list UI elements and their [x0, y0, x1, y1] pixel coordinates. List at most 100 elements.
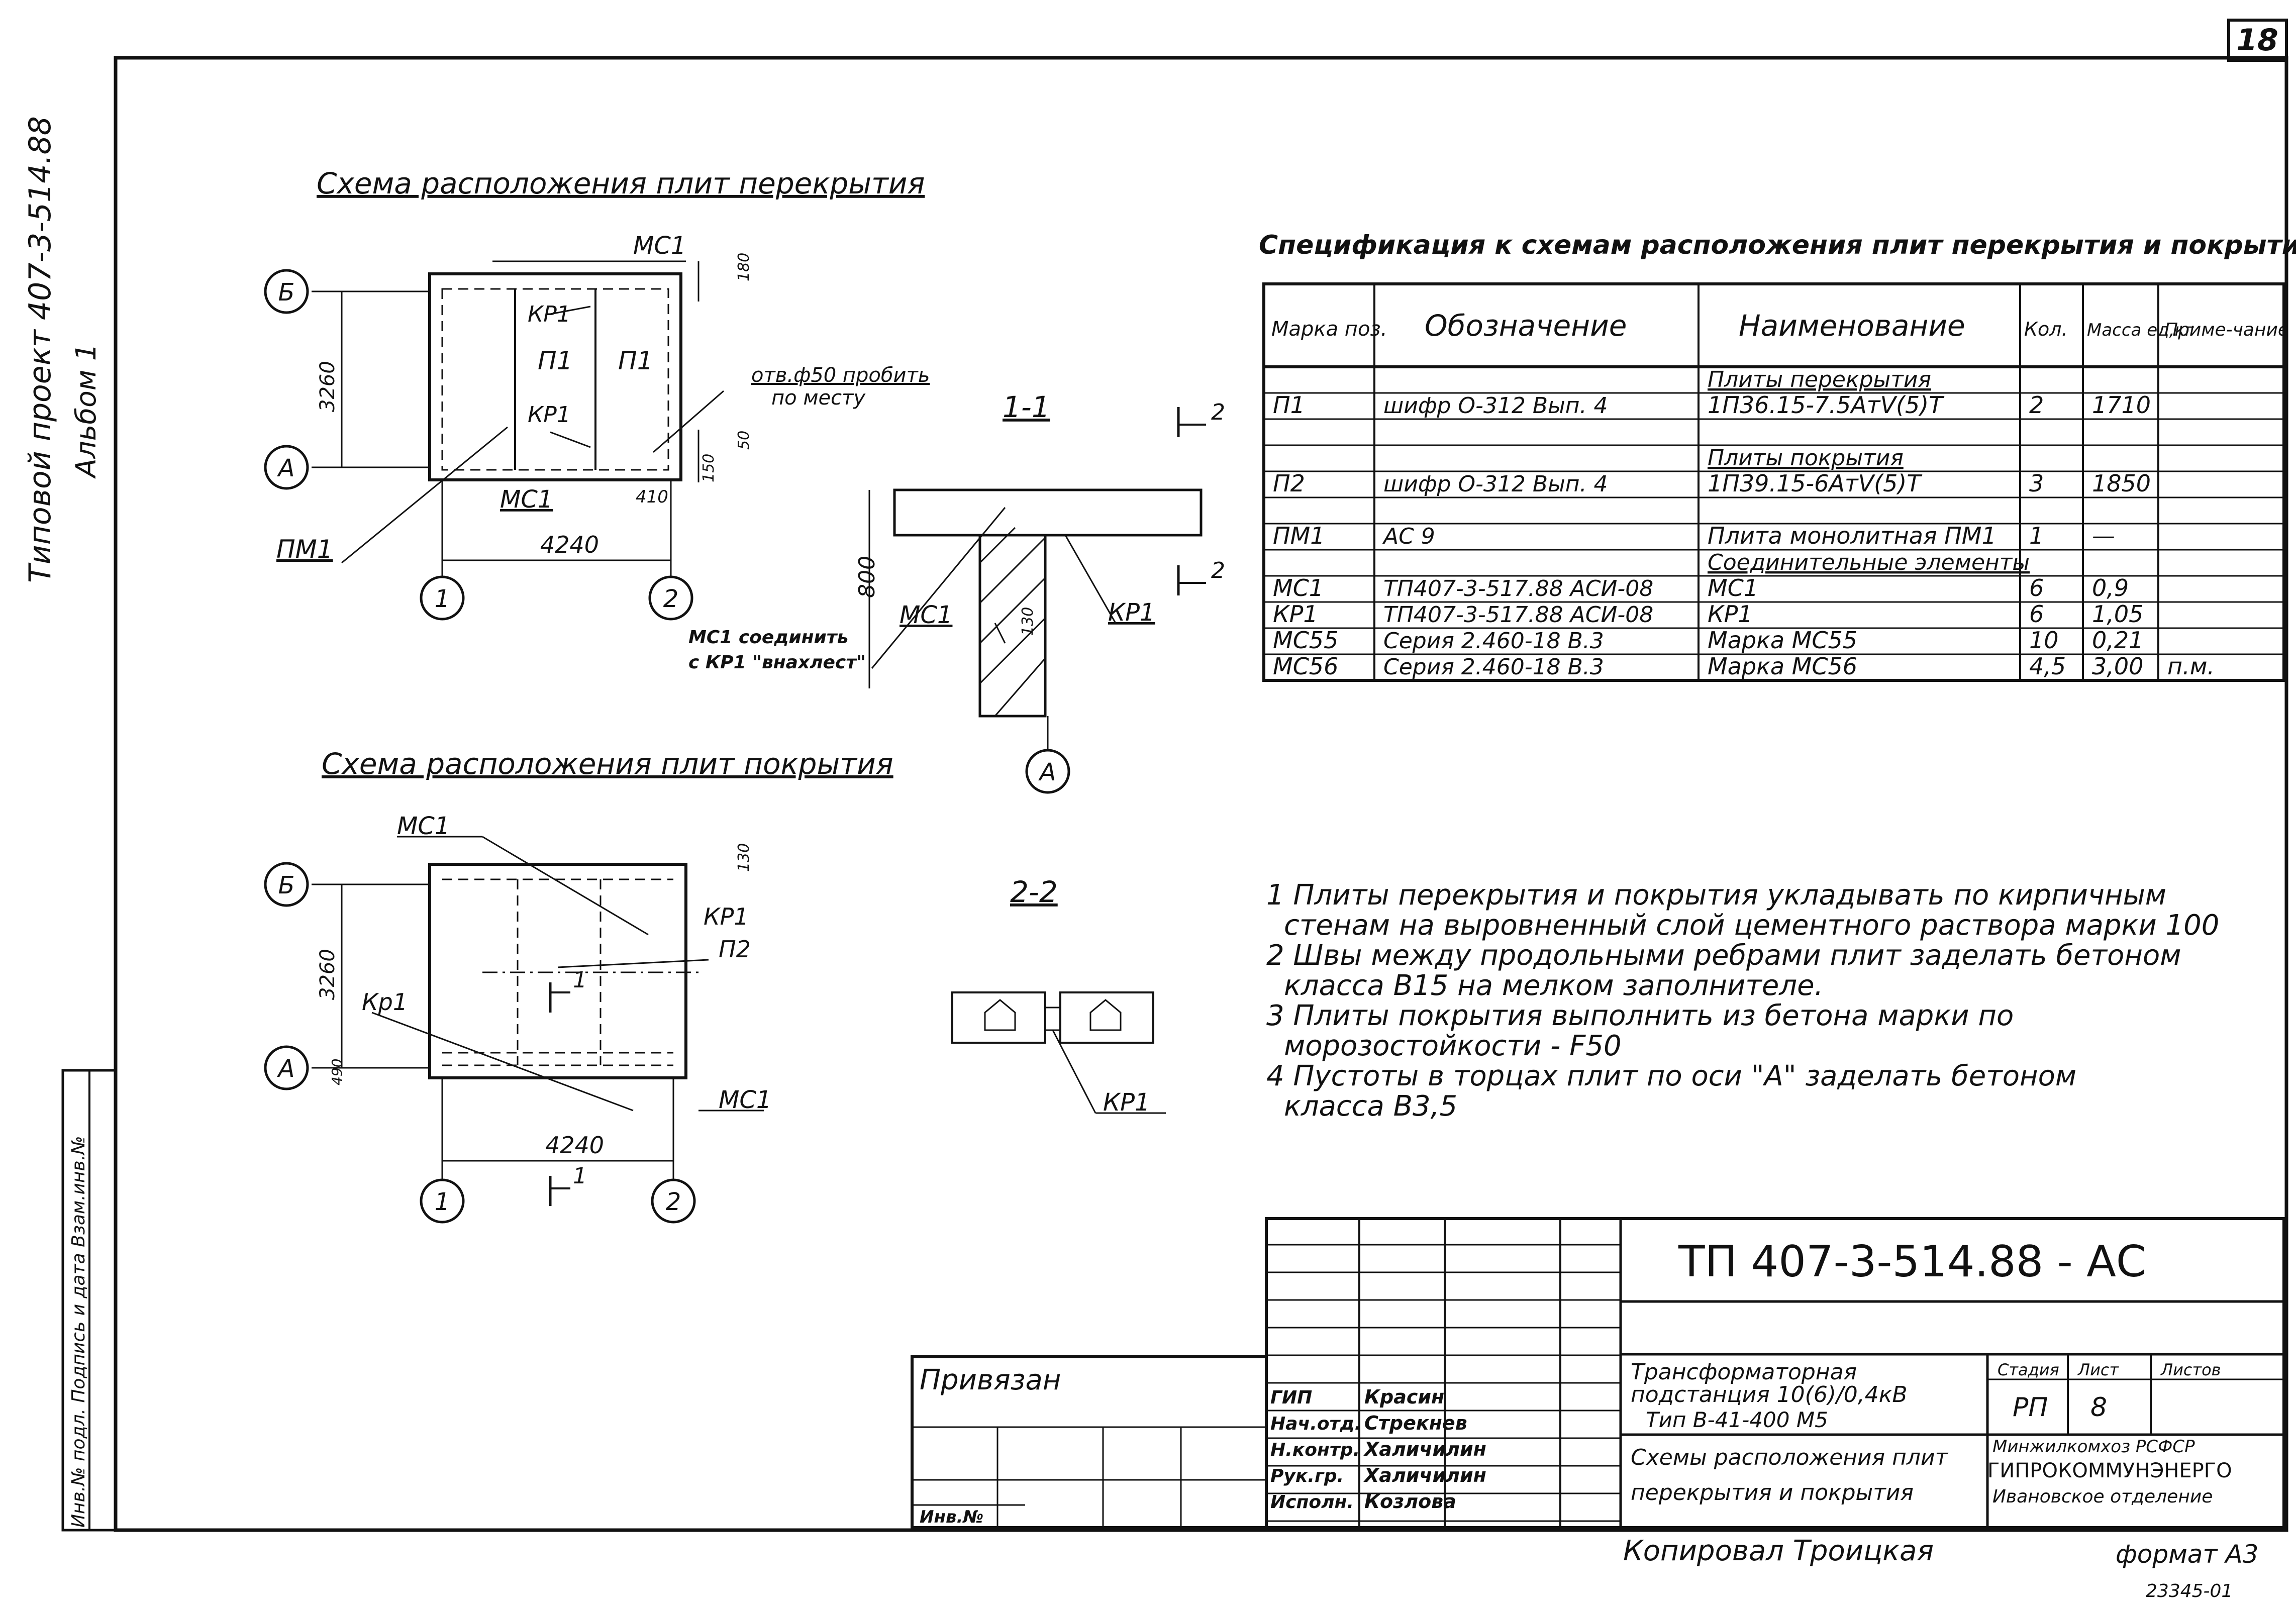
- org-line-2: ГИПРОКОММУНЭНЕРГО: [1987, 1459, 2232, 1482]
- sheet-frame: [114, 56, 2288, 1532]
- section22-kp1: КР1: [1103, 1088, 1150, 1117]
- spec-cell-mark: ПМ1: [1273, 522, 1325, 549]
- spec-cell-mark: МС56: [1273, 653, 1338, 680]
- spec-cell-qty: 2: [2029, 391, 2044, 419]
- plan1-axis-a: А: [277, 454, 295, 482]
- staff-role: Рук.гр.: [1270, 1466, 1344, 1486]
- privyazan-label: Привязан: [920, 1364, 1061, 1396]
- format-label: формат А3: [2116, 1540, 2258, 1569]
- section11-mark-bottom: 2: [1211, 558, 1225, 583]
- spec-cell-name: МС1: [1708, 574, 1758, 601]
- spec-cell-mass: 3,00: [2092, 653, 2143, 680]
- staff-role: ГИП: [1270, 1387, 1312, 1408]
- spec-cell-qty: 1: [2029, 522, 2044, 549]
- staff-name: Халичилин: [1363, 1464, 1486, 1486]
- staff-name: Стрекнев: [1364, 1412, 1467, 1434]
- note-line: класса В15 на мелком заполнителе.: [1284, 969, 1823, 1002]
- plan2-dim-130: 130: [735, 843, 753, 872]
- spec-title: Спецификация к схемам расположения плит …: [1259, 230, 2296, 260]
- plan2-title: Схема расположения плит покрытия: [322, 747, 893, 781]
- sheets-header: Листов: [2160, 1360, 2221, 1379]
- section11-drawing: [868, 407, 1206, 794]
- note-line: 4 Пустоты в торцах плит по оси "А" задел…: [1266, 1060, 2076, 1092]
- spec-cell-mark: МС1: [1273, 574, 1324, 601]
- staff-rows: ГИП КрасинНач.отд.СтрекневН.контр.Халичил…: [1270, 1386, 1486, 1513]
- section11-mc1: МС1: [900, 601, 952, 629]
- spec-cell-qty: 6: [2029, 600, 2044, 628]
- plan2-dim-490: 490: [329, 1059, 345, 1085]
- plan1-kp1-a: КР1: [528, 302, 571, 327]
- staff-role: Н.контр.: [1270, 1440, 1360, 1460]
- title-code: ТП 407-3-514.88 - АС: [1678, 1237, 2146, 1287]
- project-name-2: подстанция 10(6)/0,4кВ: [1631, 1382, 1908, 1408]
- plan2-mc1-top: МС1: [397, 812, 450, 840]
- spec-cell-mark: КР1: [1273, 600, 1318, 628]
- side-album-label: Альбом 1: [70, 343, 102, 479]
- section11-axis-a: А: [1038, 758, 1056, 786]
- section22-drawing: [951, 991, 1166, 1114]
- org-line-3: Ивановское отделение: [1992, 1486, 2213, 1507]
- section11-note2: с КР1 "внахлест": [688, 652, 866, 673]
- spec-cell-mark: П2: [1273, 470, 1305, 497]
- staff-name: Красин: [1364, 1386, 1444, 1408]
- plan1-dim-410: 410: [636, 487, 668, 507]
- note-line: 1 Плиты перекрытия и покрытия укладывать…: [1266, 879, 2166, 912]
- spec-cell-name: Марка МС56: [1708, 653, 1857, 680]
- plan2-drawing: [264, 836, 764, 1224]
- plan1-axis-2: 2: [663, 585, 679, 613]
- spec-cell-mass: 1710: [2092, 391, 2151, 419]
- spec-header-designation: Обозначение: [1425, 309, 1627, 343]
- plan1-mc1-top: МС1: [633, 232, 686, 260]
- project-name-3: Тип В-41-400 М5: [1646, 1408, 1828, 1432]
- plan1-dim-180: 180: [735, 253, 753, 281]
- spec-cell-name: Марка МС55: [1708, 627, 1857, 654]
- plan1-kp1-b: КР1: [528, 402, 571, 428]
- section11-dim-800: 800: [854, 556, 880, 598]
- section11-mark-top: 2: [1211, 399, 1225, 425]
- spec-cell-mass: 1850: [2092, 470, 2151, 497]
- plan1-p1-b: П1: [618, 346, 653, 375]
- spec-cell-name: Плиты покрытия: [1708, 445, 1904, 471]
- plan2-dim-width: 4240: [545, 1132, 604, 1159]
- spec-cell-designation: ТП407-3-517.88 АСИ-08: [1383, 576, 1653, 601]
- spec-cell-mass: —: [2092, 522, 2115, 549]
- plan1-drawing: [264, 260, 724, 621]
- plan1-opening-note: отв.ф50 пробить: [751, 364, 930, 387]
- spec-cell-designation: шифр О-312 Вып. 4: [1383, 393, 1608, 419]
- spec-cell-mark: П1: [1273, 391, 1305, 419]
- spec-cell-mass: 1,05: [2092, 600, 2143, 628]
- sheet-value: 8: [2090, 1392, 2107, 1423]
- page-number-box: [2227, 19, 2288, 62]
- staff-role: Нач.отд.: [1270, 1414, 1361, 1434]
- plan1-p1-a: П1: [538, 346, 572, 375]
- plan2-cut-bottom: 1: [573, 1163, 587, 1189]
- spec-cell-name: Плита монолитная ПМ1: [1708, 522, 1996, 549]
- plan2-cut-top: 1: [573, 967, 587, 993]
- archive-number: 23345-01: [2146, 1581, 2233, 1601]
- plan1-axis-b: Б: [278, 278, 295, 307]
- spec-header-mark: Марка поз.: [1271, 318, 1387, 341]
- spec-cell-mark: МС55: [1273, 627, 1338, 654]
- plan2-axis-1: 1: [435, 1188, 450, 1216]
- plan1-dim-height: 3260: [316, 361, 339, 412]
- spec-cell-note: п.м.: [2167, 653, 2215, 680]
- inv-no-label: Инв.№: [920, 1507, 983, 1527]
- plan2-mc1-bottom: МС1: [719, 1086, 771, 1114]
- spec-cell-designation: Серия 2.460-18 В.3: [1383, 628, 1604, 654]
- note-line: 2 Швы между продольными ребрами плит зад…: [1266, 939, 2181, 972]
- spec-header-qty: Кол.: [2024, 318, 2068, 340]
- sheet-name-2: перекрытия и покрытия: [1631, 1480, 1914, 1505]
- org-line-1: Минжилкомхоз РСФСР: [1992, 1437, 2195, 1457]
- plan2-axis-b: Б: [278, 871, 295, 899]
- side-project-label: Типовой проект 407-3-514.88: [23, 116, 58, 583]
- spec-cell-name: 1П36.15-7.5АтV(5)Т: [1708, 391, 1945, 419]
- spec-header-mass: Масса ед,кг: [2087, 320, 2194, 340]
- section22-title: 2-2: [1010, 875, 1058, 909]
- plan1-pm1: ПМ1: [276, 535, 333, 564]
- plan1-dim-150: 150: [700, 454, 718, 482]
- inv-stamp-text: Инв.№ подл. Подпись и дата Взам.инв.№: [68, 1136, 89, 1528]
- spec-cell-designation: АС 9: [1382, 524, 1435, 549]
- note-line: 3 Плиты покрытия выполнить из бетона мар…: [1266, 999, 2014, 1032]
